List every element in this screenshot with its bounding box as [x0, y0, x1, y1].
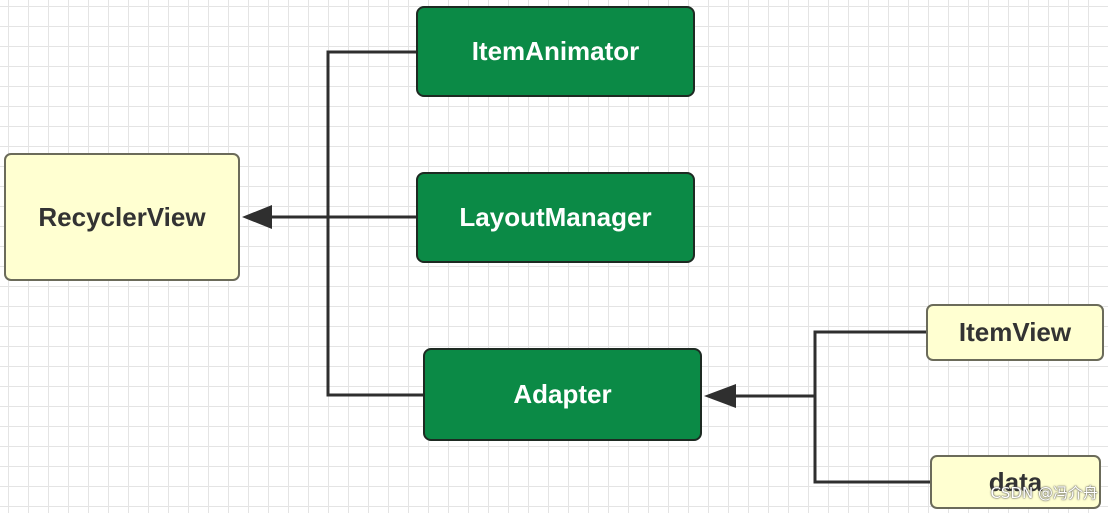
- node-recyclerview-label: RecyclerView: [38, 201, 206, 232]
- node-layoutmanager-label: LayoutManager: [459, 202, 652, 232]
- node-adapter: Adapter: [423, 348, 702, 441]
- node-adapter-label: Adapter: [513, 379, 612, 409]
- node-data-label: data: [988, 466, 1043, 497]
- node-layoutmanager: LayoutManager: [416, 172, 695, 263]
- node-itemanimator: ItemAnimator: [416, 6, 695, 97]
- watermark: CSDN @冯介舟: [990, 484, 1098, 502]
- node-itemview-label: ItemView: [958, 317, 1072, 347]
- node-itemview: ItemView: [926, 304, 1104, 361]
- node-recyclerview: RecyclerView: [4, 153, 240, 281]
- connector-itemanimator: [326, 50, 423, 397]
- connector-itemview-data: [813, 330, 932, 484]
- arrowhead-recyclerview: [242, 205, 272, 229]
- arrowhead-adapter: [704, 384, 736, 408]
- node-data: data: [930, 455, 1101, 509]
- node-itemanimator-label: ItemAnimator: [471, 36, 640, 66]
